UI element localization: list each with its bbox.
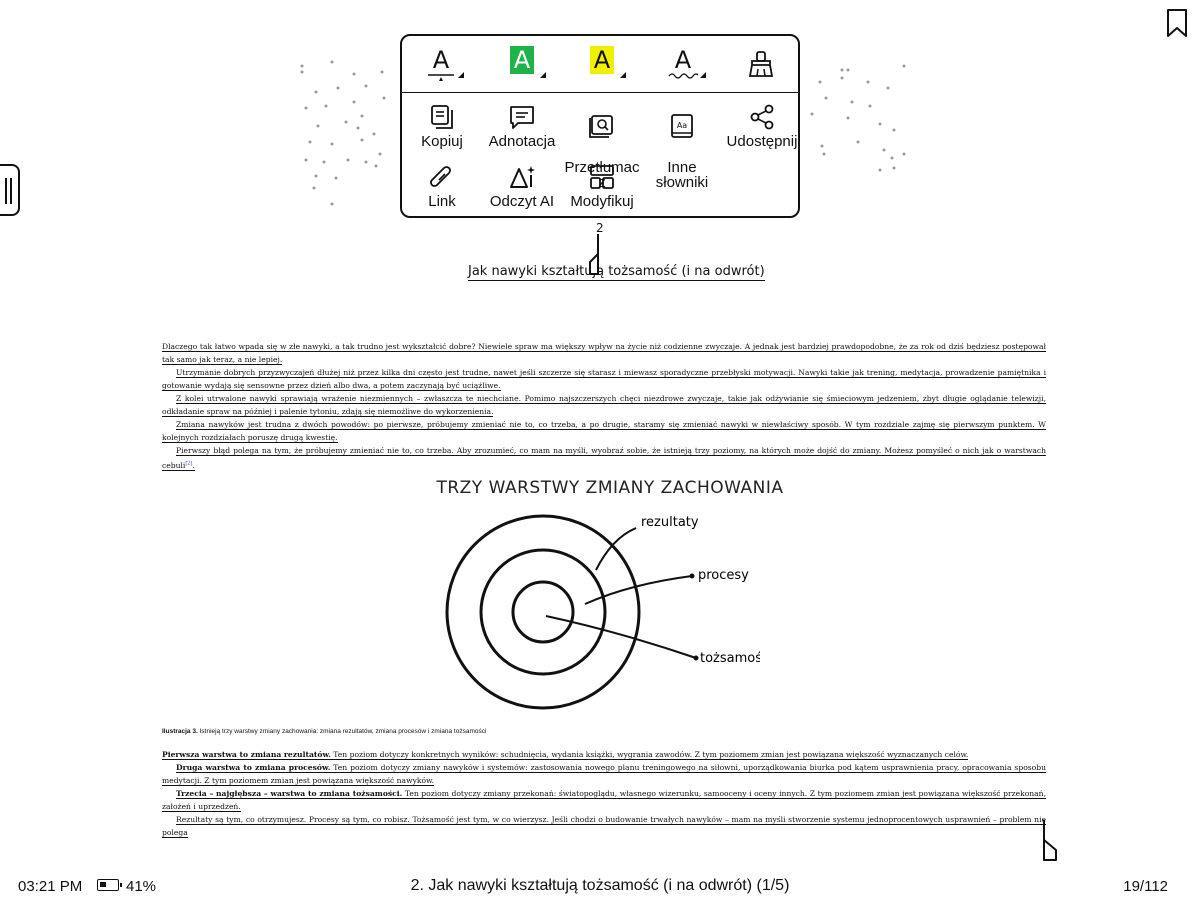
yellow-highlight-button[interactable]: A xyxy=(584,46,628,84)
dictionary-icon: Aa xyxy=(671,114,693,138)
link-button[interactable]: Link xyxy=(402,164,482,209)
paragraph: Dlaczego tak łatwo wpada się w złe nawyk… xyxy=(162,342,1046,365)
battery-icon xyxy=(97,879,122,891)
inner-leader-dot xyxy=(693,655,699,661)
middle-leader-line xyxy=(584,575,693,605)
paragraph: Pierwszy błąd polega na tym, że próbujem… xyxy=(162,446,1046,470)
label-inner: tożsamość xyxy=(700,651,760,666)
modify-layout-icon xyxy=(590,165,614,189)
battery-percentage: 41% xyxy=(126,878,157,895)
green-highlight-button[interactable]: A xyxy=(504,46,548,84)
paragraph: Zmiana nawyków jest trudna z dwóch powod… xyxy=(162,420,1046,443)
label-middle: procesy xyxy=(698,568,749,583)
copy-button[interactable]: Kopiuj xyxy=(402,104,482,149)
text-selection-popup: A A A A xyxy=(400,34,800,218)
side-menu-handle-icon[interactable] xyxy=(0,164,20,216)
wavy-line-icon xyxy=(668,73,698,79)
share-icon xyxy=(750,104,774,130)
dropdown-corner-icon xyxy=(458,72,464,78)
paragraph: Z kolei utrwalone nawyki sprawiają wraże… xyxy=(162,394,1046,417)
modify-button[interactable]: Modyfikuj xyxy=(562,164,642,209)
middle-ring xyxy=(479,548,607,676)
footer-chapter-title[interactable]: 2. Jak nawyki kształtują tożsamość (i na… xyxy=(410,877,790,894)
annotation-icon xyxy=(510,106,534,129)
underline-style-button[interactable]: A xyxy=(422,46,466,84)
other-dictionaries-button[interactable]: Aa Inne słowniki xyxy=(642,98,722,190)
page-counter[interactable]: 19/112 xyxy=(1123,878,1168,895)
selected-body-text-continued[interactable]: Pierwsza warstwa to zmiana rezultatów. T… xyxy=(162,750,1046,838)
decorative-dots xyxy=(300,60,386,206)
annotate-button[interactable]: Adnotacja xyxy=(482,104,562,149)
ai-read-button[interactable]: Odczyt AI xyxy=(482,164,562,209)
translate-icon xyxy=(589,115,613,138)
figure-title: TRZY WARSTWY ZMIANY ZACHOWANIA xyxy=(436,478,784,498)
outer-ring xyxy=(445,514,641,710)
label-outer: rezultaty xyxy=(641,515,699,530)
eraser-icon[interactable] xyxy=(748,50,774,78)
middle-leader-dot xyxy=(689,573,695,579)
paragraph: Rezultaty są tym, co otrzymujesz. Proces… xyxy=(162,815,1046,838)
status-time: 03:21 PM xyxy=(18,878,83,895)
battery-level xyxy=(100,882,106,887)
chapter-title: Jak nawyki kształtują tożsamość (i na od… xyxy=(468,264,765,281)
chapter-number: 2 xyxy=(596,221,604,235)
dropdown-corner-icon xyxy=(620,72,626,78)
outer-leader-line xyxy=(595,527,637,571)
dropdown-corner-icon xyxy=(700,72,706,78)
svg-text:Aa: Aa xyxy=(677,121,687,130)
selected-body-text[interactable]: Dlaczego tak łatwo wpada się w złe nawyk… xyxy=(162,342,1046,471)
link-icon xyxy=(430,166,451,187)
selection-cursor-icon[interactable] xyxy=(1040,820,1060,864)
dropdown-corner-icon xyxy=(540,72,546,78)
translate-button[interactable]: Przetłumac z xyxy=(562,98,642,190)
ai-read-icon xyxy=(510,166,535,188)
bookmark-icon[interactable] xyxy=(1164,8,1190,38)
inner-leader-line xyxy=(545,615,697,659)
selection-cursor-icon[interactable] xyxy=(586,234,606,276)
underline-marker-icon xyxy=(428,74,454,81)
figure-caption: Ilustracja 3. Istnieją trzy warstwy zmia… xyxy=(162,728,487,735)
paragraph: Utrzymanie dobrych przyzwyczajeń dłużej … xyxy=(162,368,1046,391)
inner-ring xyxy=(511,580,575,644)
decorative-dots xyxy=(810,64,906,172)
wavy-underline-style-button[interactable]: A xyxy=(664,46,708,84)
highlight-style-row: A A A A xyxy=(402,36,798,93)
copy-icon xyxy=(431,105,453,129)
three-layers-diagram: rezultaty procesy tożsamość xyxy=(445,514,760,710)
share-button[interactable]: Udostępnij xyxy=(722,104,802,149)
footnote-reference[interactable]: [2] xyxy=(185,460,193,466)
